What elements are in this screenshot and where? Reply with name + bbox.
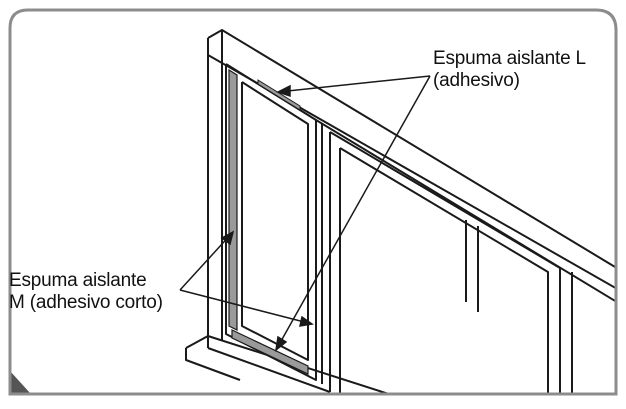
leader-m-left [179, 231, 234, 291]
foam-strip-top [257, 79, 301, 111]
label-foam-m-line2: M (adhesivo corto) [9, 292, 163, 313]
corner-accent [10, 360, 40, 394]
label-foam-l-line2: (adhesivo) [433, 70, 520, 91]
leader-l-bottom [275, 75, 431, 351]
label-foam-l-line1: Espuma aislante L [433, 48, 586, 69]
arrowhead-l-bottom [274, 335, 288, 352]
diagram-border [8, 8, 618, 396]
sash-inner [241, 81, 309, 361]
leader-m-right [179, 289, 313, 325]
fixed-pane-top [329, 131, 561, 269]
frame-rail-lower [315, 119, 616, 317]
sill-top [185, 335, 421, 394]
fixed-pane-inner [339, 147, 549, 394]
arrowhead-m-left [220, 230, 235, 246]
label-foam-m-line1: Espuma aislante [9, 270, 147, 291]
label-foam-l: Espuma aislante L (adhesivo) [433, 48, 586, 92]
leader-lines [179, 75, 431, 352]
sill-front [185, 348, 241, 381]
foam-strip-bottom [231, 329, 309, 375]
label-foam-m: Espuma aislante M (adhesivo corto) [9, 270, 163, 314]
leader-l-top [277, 75, 431, 93]
foam-strip-left [228, 68, 238, 331]
arrowhead-m-right [299, 315, 314, 327]
arrowhead-l-top [276, 84, 291, 98]
drawing-area [10, 29, 616, 394]
window-frame [185, 29, 616, 394]
sill-inner [207, 347, 331, 393]
sash-outer [225, 63, 317, 381]
